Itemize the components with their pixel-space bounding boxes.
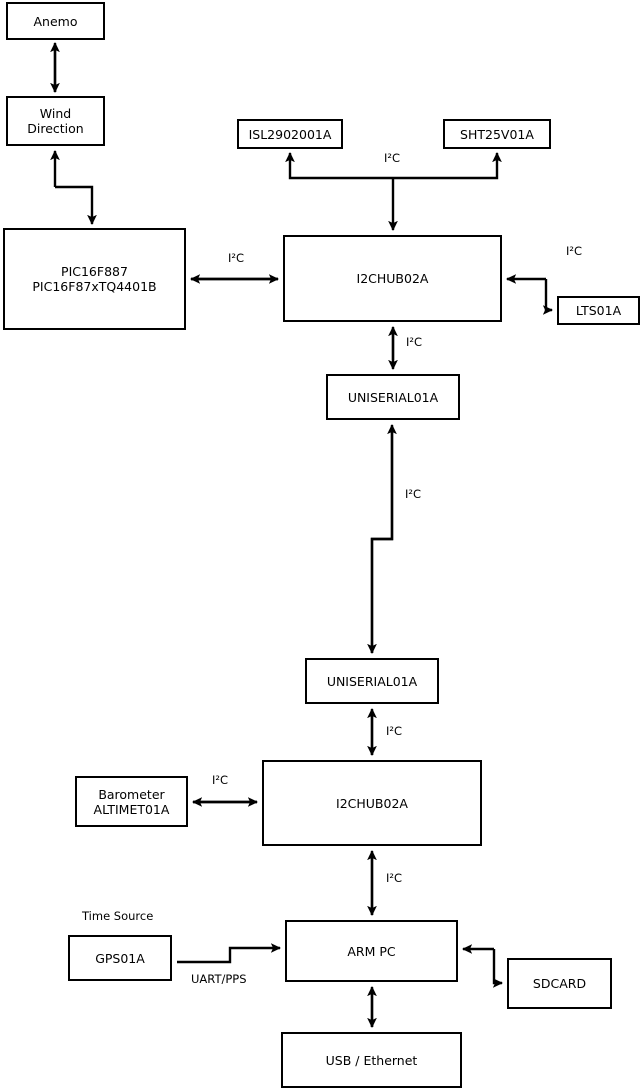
edge-label-gps-armpc: UART/PPS xyxy=(191,972,247,986)
edge-label-hub-sensors: I²C xyxy=(384,151,401,165)
node-sht25v01a-label: SHT25V01A xyxy=(460,126,534,142)
node-uniserial01a-top[interactable]: UNISERIAL01A xyxy=(326,374,460,420)
connector-wind-pic xyxy=(50,149,97,226)
node-lts01a[interactable]: LTS01A xyxy=(557,296,640,325)
node-sht25v01a[interactable]: SHT25V01A xyxy=(443,119,551,149)
edge-label-uniserial-hub-bottom: I²C xyxy=(386,724,403,738)
node-pic-mcu[interactable]: PIC16F887 PIC16F87xTQ4401B xyxy=(3,228,186,330)
connector-hub-lts xyxy=(505,274,554,315)
node-i2chub02a-bottom-label: I2CHUB02A xyxy=(336,795,408,811)
node-usb-ethernet[interactable]: USB / Ethernet xyxy=(281,1032,462,1088)
connector-hub-sensors xyxy=(285,151,502,232)
annotation-time-source: Time Source xyxy=(82,909,154,923)
node-barometer-altimet01a[interactable]: Barometer ALTIMET01A xyxy=(75,776,188,827)
node-isl2902001a[interactable]: ISL2902001A xyxy=(237,119,343,149)
node-lts01a-label: LTS01A xyxy=(575,303,622,318)
node-anemo-label: Anemo xyxy=(33,13,78,29)
edge-label-pic-hub: I²C xyxy=(228,251,245,265)
node-sdcard-label: SDCARD xyxy=(532,976,587,991)
node-gps01a-label: GPS01A xyxy=(95,950,145,966)
edge-label-hub-lts: I²C xyxy=(566,244,583,258)
node-i2chub02a-top-label: I2CHUB02A xyxy=(356,271,429,286)
node-barometer-altimet01a-label: Barometer ALTIMET01A xyxy=(93,786,170,817)
connector-armpc-sdcard xyxy=(461,944,504,988)
node-uniserial01a-top-label: UNISERIAL01A xyxy=(347,389,439,405)
node-sdcard[interactable]: SDCARD xyxy=(507,958,612,1009)
edge-label-hub-armpc: I²C xyxy=(386,871,403,885)
node-pic-mcu-label: PIC16F887 PIC16F87xTQ4401B xyxy=(32,264,157,294)
edge-label-hub-uniserial: I²C xyxy=(406,335,423,349)
node-i2chub02a-top[interactable]: I2CHUB02A xyxy=(283,235,502,322)
node-usb-ethernet-label: USB / Ethernet xyxy=(325,1052,418,1068)
connector-gps-armpc xyxy=(177,943,282,964)
node-i2chub02a-bottom[interactable]: I2CHUB02A xyxy=(262,760,482,846)
node-wind-direction[interactable]: Wind Direction xyxy=(6,96,105,146)
node-uniserial01a-bottom-label: UNISERIAL01A xyxy=(326,673,418,689)
edge-label-barometer-hub: I²C xyxy=(212,773,229,787)
node-wind-direction-label: Wind Direction xyxy=(27,106,84,136)
connector-uniserial-link xyxy=(367,423,397,655)
node-uniserial01a-bottom[interactable]: UNISERIAL01A xyxy=(305,658,439,704)
node-arm-pc-label: ARM PC xyxy=(347,943,396,959)
node-isl2902001a-label: ISL2902001A xyxy=(248,126,332,142)
edge-label-uniserial-link: I²C xyxy=(405,487,422,501)
node-gps01a[interactable]: GPS01A xyxy=(68,935,172,981)
node-arm-pc[interactable]: ARM PC xyxy=(285,920,458,982)
node-anemo[interactable]: Anemo xyxy=(6,2,105,40)
